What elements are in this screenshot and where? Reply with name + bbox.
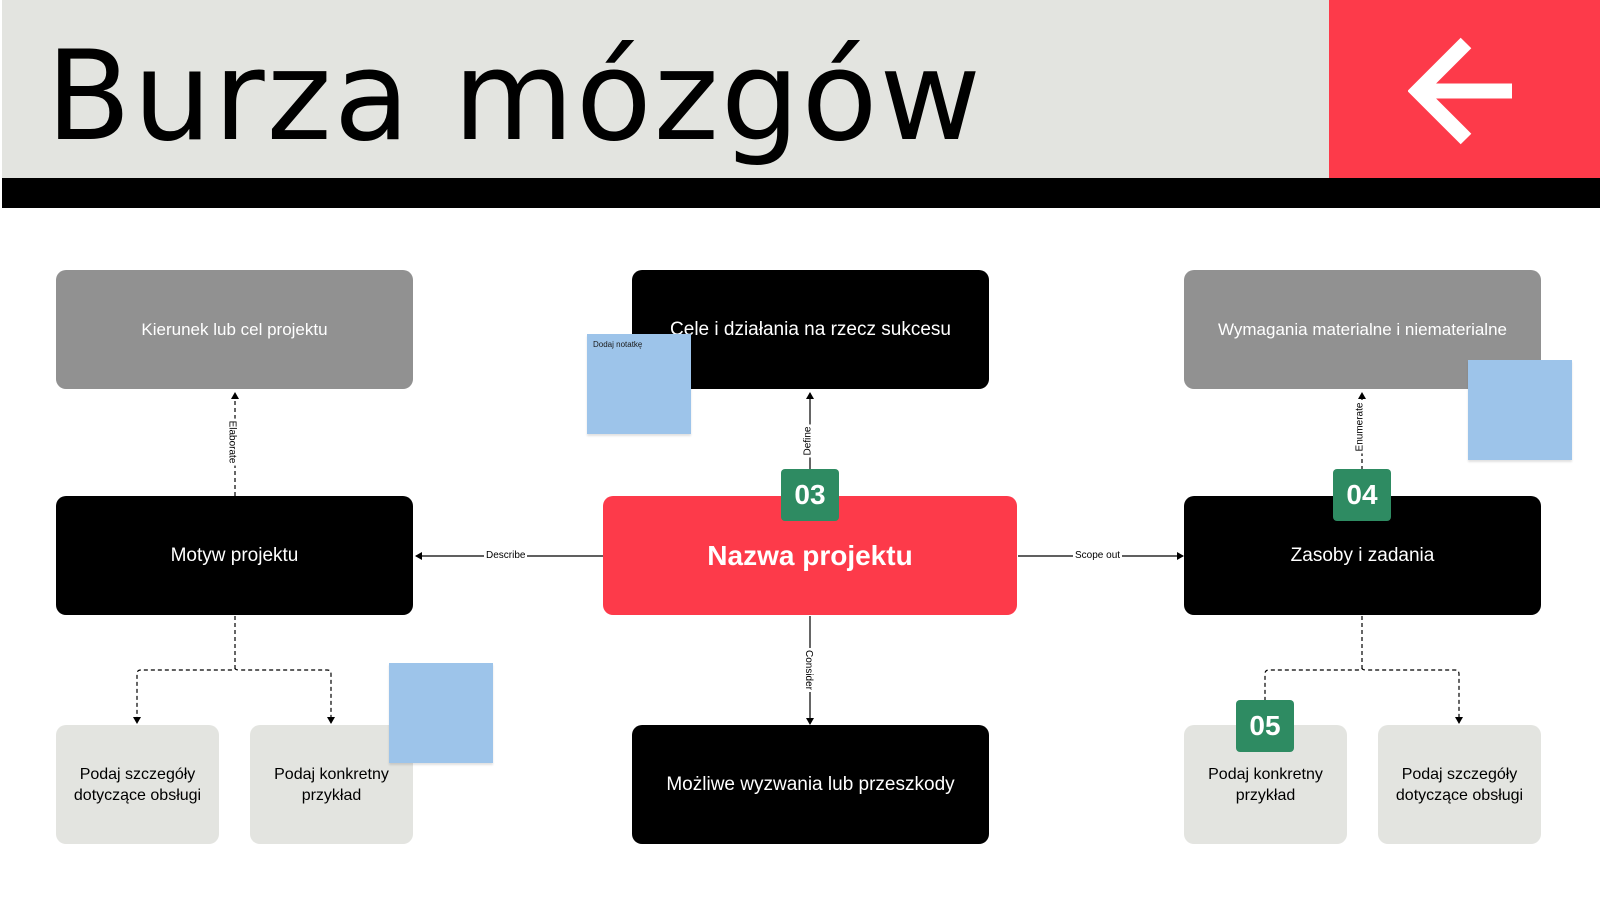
edge-label-elaborate: Elaborate: [225, 418, 238, 466]
edge-label-define: Define: [802, 424, 815, 458]
page-title: Burza mózgów: [46, 25, 983, 169]
node-resources-label: Zasoby i zadania: [1290, 544, 1435, 566]
node-requirements-label: Wymagania materialne i niematerialne: [1218, 319, 1507, 339]
node-theme-label: Motyw projektu: [170, 544, 299, 566]
node-goals[interactable]: Cele i działania na rzecz sukcesu: [632, 270, 989, 389]
node-left-example-label: Podaj konkretny przykład: [274, 765, 389, 804]
node-challenges[interactable]: Możliwe wyzwania lub przeszkody: [632, 725, 989, 844]
edge-label-scope-out: Scope out: [1073, 550, 1123, 562]
sticky-note-left-example[interactable]: [389, 663, 493, 763]
node-goals-label: Cele i działania na rzecz sukcesu: [670, 318, 951, 340]
node-direction-label: Kierunek lub cel projektu: [141, 319, 328, 339]
edge-theme-branch-left: [133, 616, 236, 724]
step-badge-05: 05: [1236, 700, 1294, 752]
edge-label-consider: Consider: [802, 647, 815, 693]
step-badge-03: 03: [781, 469, 839, 521]
node-center-label: Nazwa projektu: [707, 539, 913, 571]
node-challenges-label: Możliwe wyzwania lub przeszkody: [666, 773, 955, 795]
node-center-project[interactable]: Nazwa projektu: [603, 496, 1017, 615]
node-right-detail[interactable]: Podaj szczegóły dotyczące obsługi: [1378, 725, 1541, 844]
edge-resources-branch-right: [1361, 667, 1463, 724]
node-direction[interactable]: Kierunek lub cel projektu: [56, 270, 413, 389]
edge-resources-branch-left: [1264, 616, 1363, 700]
back-button[interactable]: [1329, 0, 1600, 178]
sticky-note-text: Dodaj notatkę: [593, 340, 643, 349]
step-badge-04: 04: [1333, 469, 1391, 521]
edge-label-describe: Describe: [484, 550, 528, 562]
sticky-note-requirements[interactable]: [1468, 360, 1572, 460]
node-right-example-label: Podaj konkretny przykład: [1208, 765, 1323, 804]
arrow-left-icon: [1408, 37, 1512, 145]
edge-theme-branch-right: [234, 667, 335, 724]
sticky-note-goals[interactable]: Dodaj notatkę: [587, 334, 691, 434]
edge-label-enumerate: Enumerate: [1354, 400, 1367, 454]
node-left-example[interactable]: Podaj konkretny przykład: [250, 725, 413, 844]
node-left-detail-label: Podaj szczegóły dotyczące obsługi: [73, 765, 202, 804]
node-theme[interactable]: Motyw projektu: [56, 496, 413, 615]
node-right-detail-label: Podaj szczegóły dotyczące obsługi: [1395, 765, 1524, 804]
header-divider: [2, 178, 1600, 208]
node-left-detail[interactable]: Podaj szczegóły dotyczące obsługi: [56, 725, 219, 844]
